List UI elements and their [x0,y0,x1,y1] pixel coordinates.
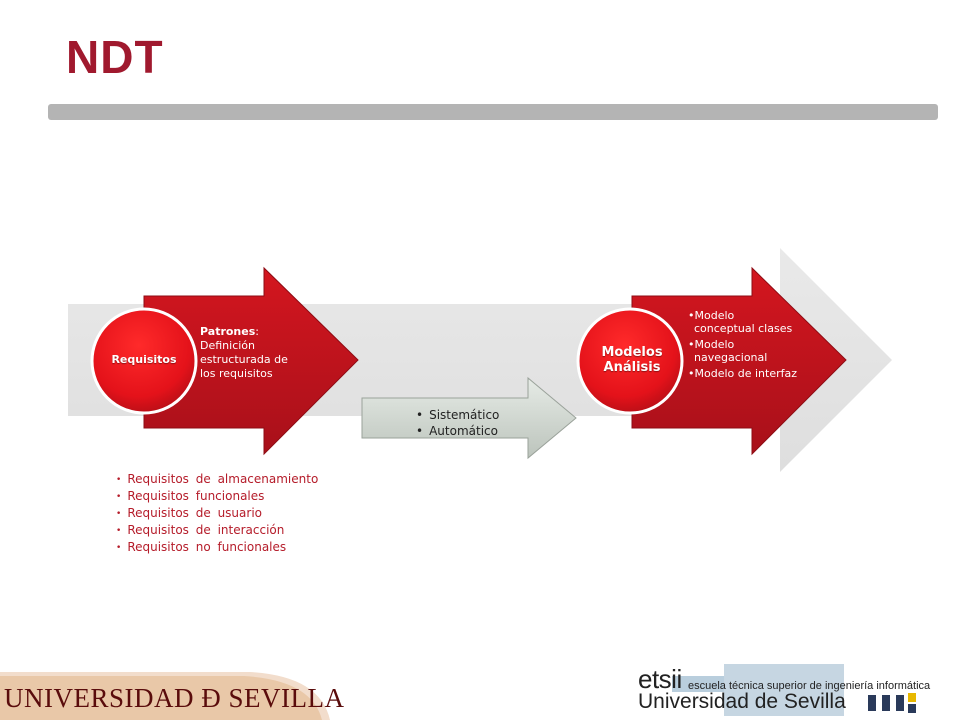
universidad-sevilla-text: Universidad de Sevilla [638,690,846,713]
list-item: Sistemático [416,407,499,423]
list-item: Requisitos no funcionales [116,539,318,556]
patrones-description: Patrones: Definición estructurada de los… [200,325,296,381]
modelos-label-line2: Análisis [603,360,661,375]
slide-title: NDT [66,31,164,83]
connector-list: Sistemático Automático [416,407,499,439]
list-item: Requisitos de usuario [116,505,318,522]
requisitos-circle [90,307,198,415]
title-underline-bar [48,104,938,120]
requirements-list: Requisitos de almacenamiento Requisitos … [116,471,318,556]
list-item: •Modelo de interfaz [688,367,798,380]
list-item: Requisitos de almacenamiento [116,471,318,488]
etsii-logo-backdrop [724,664,844,716]
requisitos-circle-label: Requisitos [111,353,177,366]
university-logo-text: UNIVERSIDAD Ð SEVILLA [4,683,345,713]
list-item: Requisitos funcionales [116,488,318,505]
list-item: Automático [416,423,499,439]
modelos-circle-label: Modelos Análisis [582,345,682,375]
requisitos-arrow [143,266,359,456]
patrones-bold-label: Patrones [200,325,256,338]
patrones-text: : Definición estructurada de los requisi… [200,325,288,380]
university-blocks-icon [868,693,916,713]
etsii-logo-text: etsii [638,664,682,694]
modelos-circle [576,307,684,415]
list-item: Requisitos de interacción [116,522,318,539]
escuela-text: escuela técnica superior de ingeniería i… [688,680,931,692]
modelos-list: •Modelo conceptual clases •Modelo navega… [688,309,798,383]
list-item: •Modelo navegacional [688,338,768,364]
modelos-arrow [631,266,847,456]
list-item: •Modelo conceptual clases [688,309,793,335]
modelos-label-line1: Modelos [601,345,663,360]
